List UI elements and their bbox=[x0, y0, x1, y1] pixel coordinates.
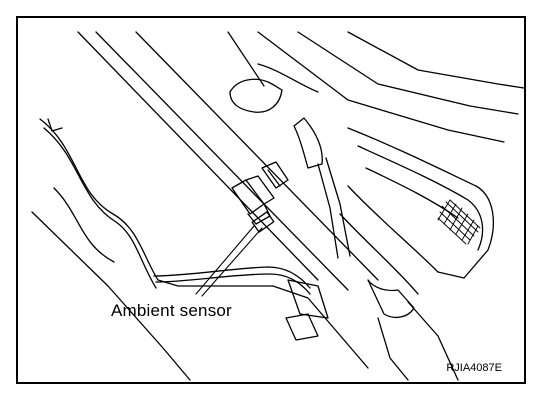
latch-rod-2 bbox=[325, 157, 351, 257]
support-member-rear bbox=[227, 31, 265, 87]
line-drawing bbox=[31, 31, 524, 381]
upper-panel-edge-3 bbox=[347, 31, 524, 89]
lower-clip bbox=[285, 313, 319, 341]
bumper-outer-edge bbox=[39, 118, 369, 369]
ambient-sensor-label: Ambient sensor bbox=[111, 301, 232, 320]
harness-wire-a bbox=[153, 266, 311, 289]
duct-inner bbox=[357, 145, 484, 251]
latch-rod bbox=[317, 163, 339, 259]
duct-outer bbox=[347, 127, 494, 279]
leader-line-a bbox=[195, 225, 255, 295]
ambient-sensor bbox=[231, 161, 289, 233]
harness-wire-b bbox=[155, 273, 311, 295]
upper-panel-edge bbox=[257, 31, 505, 143]
duct-lower-2 bbox=[339, 213, 419, 295]
bumper-inner-edge bbox=[43, 127, 157, 289]
upper-bracket bbox=[229, 78, 283, 113]
bumper-lower-edge bbox=[53, 187, 115, 263]
duct-edge bbox=[365, 167, 459, 219]
duct-lower bbox=[347, 185, 439, 273]
leader-line-b bbox=[201, 227, 263, 297]
grille-mesh bbox=[437, 199, 481, 245]
support-member-mid bbox=[95, 31, 349, 291]
bumper-return bbox=[47, 118, 63, 132]
figure-code: RJIA4087E bbox=[446, 362, 502, 374]
upper-panel-edge-2 bbox=[297, 31, 519, 115]
lower-bracket bbox=[367, 279, 415, 319]
illustration-frame: Ambient sensor RJIA4087E bbox=[16, 16, 526, 384]
lower-frame-2 bbox=[407, 301, 459, 381]
bumper-bottom-edge bbox=[31, 211, 191, 381]
support-member-top bbox=[77, 31, 319, 281]
upper-bracket-detail bbox=[257, 63, 319, 93]
lower-frame bbox=[377, 317, 409, 381]
lower-mount bbox=[287, 279, 329, 319]
support-member-low bbox=[135, 31, 379, 281]
latch-bracket bbox=[293, 117, 323, 169]
